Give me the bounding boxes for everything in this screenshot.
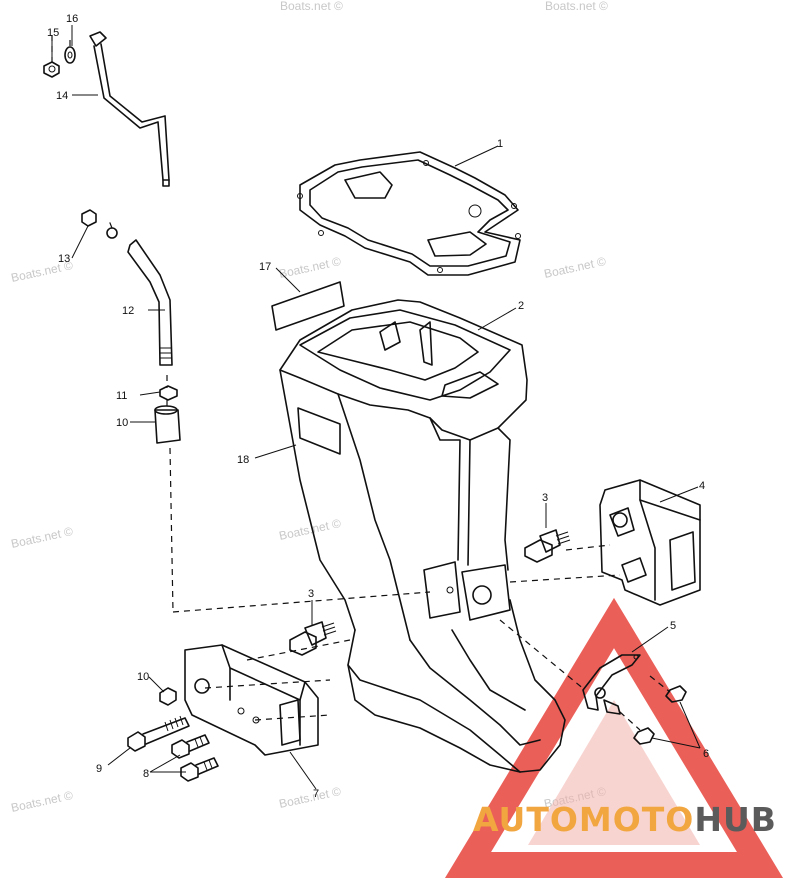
decal-18 xyxy=(271,281,345,331)
watermark: Boats.net © xyxy=(280,0,343,13)
automotohub-logo: AUTOMOTOHUB xyxy=(473,800,777,839)
mount-block-4 xyxy=(599,479,701,606)
callout-14: 13 xyxy=(58,253,70,265)
callout-2: 2 xyxy=(518,300,524,312)
callout-3a: 3 xyxy=(542,492,548,504)
bracket-5 xyxy=(582,654,641,715)
callout-3b: 3 xyxy=(308,588,314,600)
leader-lines xyxy=(51,25,701,790)
watermark: Boats.net © xyxy=(10,524,75,551)
callout-12: 11 xyxy=(116,390,127,402)
watermark: Boats.net © xyxy=(10,788,75,815)
callout-15: 14 xyxy=(56,90,68,102)
watermark: Boats.net © xyxy=(278,784,343,811)
shift-rod-15 xyxy=(89,31,170,187)
callout-8: 8 xyxy=(143,768,149,780)
callout-5: 5 xyxy=(670,620,676,632)
bolt-9 xyxy=(127,715,190,752)
mount-stud-3a xyxy=(524,529,571,563)
drive-housing-2 xyxy=(279,299,566,773)
callout-7: 7 xyxy=(313,788,319,800)
logo-text: AUTOMOTOHUB xyxy=(473,800,777,839)
watermark: Boats.net © xyxy=(545,0,608,13)
logo-triangle-icon xyxy=(444,597,784,878)
callout-10: 10 xyxy=(137,671,149,683)
watermark: Boats.net © xyxy=(543,254,608,281)
sleeve-11 xyxy=(154,405,181,444)
callout-17: 16 xyxy=(66,13,78,25)
nut-14 xyxy=(81,209,118,239)
callout-6: 6 xyxy=(703,748,709,760)
screw-6 xyxy=(633,685,687,745)
callout-1: 1 xyxy=(497,138,503,150)
watermark: Boats.net © xyxy=(278,254,343,281)
callout-11: 10 xyxy=(116,417,128,429)
callout-4: 4 xyxy=(699,480,705,492)
bolt-8 xyxy=(171,734,219,782)
mount-stud-3b xyxy=(289,621,337,656)
logo-part1: AUTOMOTO xyxy=(473,800,694,839)
nut-10 xyxy=(159,687,177,706)
mount-block-7 xyxy=(184,644,319,756)
assembly-lines xyxy=(51,35,671,731)
gasket-1 xyxy=(297,151,521,276)
callout-labels: 15 16 14 1 13 17 2 12 11 10 18 4 3 3 5 1… xyxy=(47,13,709,800)
rod-13 xyxy=(127,239,173,366)
nut-12 xyxy=(159,385,178,401)
callout-13: 12 xyxy=(122,305,134,317)
washer-17 xyxy=(64,46,76,64)
callout-18: 17 xyxy=(259,261,271,273)
logo-part2: HUB xyxy=(694,800,777,839)
callout-16: 15 xyxy=(47,27,59,39)
callout-9: 9 xyxy=(96,763,102,775)
nut-16 xyxy=(43,61,60,78)
callout-19: 18 xyxy=(237,454,249,466)
